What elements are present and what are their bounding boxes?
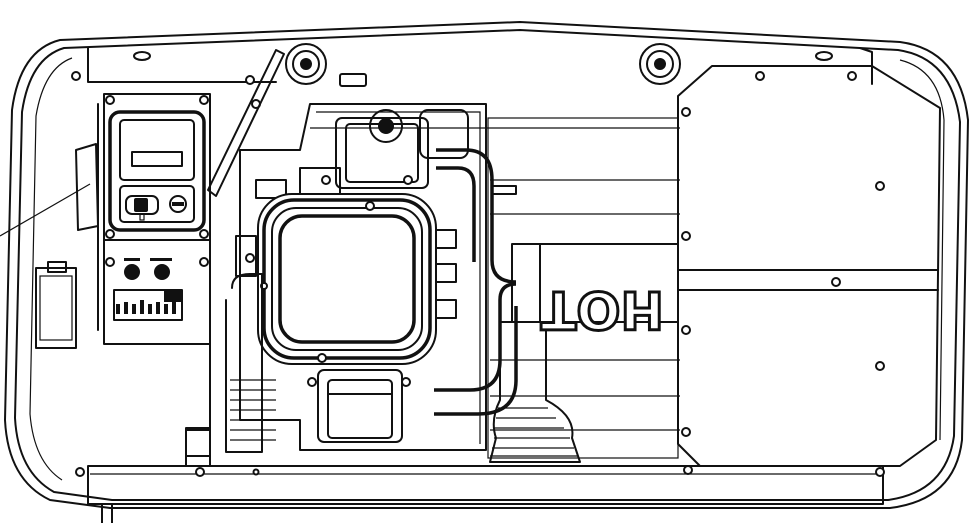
left-bracket bbox=[0, 143, 99, 349]
support-strap bbox=[185, 49, 285, 467]
right-cover-panel bbox=[677, 65, 941, 467]
top-rail bbox=[87, 47, 873, 87]
base-frame bbox=[87, 465, 884, 523]
fuel-cap-assembly bbox=[255, 109, 469, 199]
grommet-right bbox=[639, 43, 681, 85]
hot-warning-label: HOT bbox=[539, 278, 666, 341]
grommet-left bbox=[285, 43, 327, 85]
ribbed-muffler bbox=[225, 273, 276, 453]
heat-shield bbox=[511, 243, 679, 323]
control-panel bbox=[97, 93, 211, 345]
engine-fittings bbox=[235, 229, 457, 319]
hot-warning-text: HOT bbox=[540, 279, 664, 339]
air-filter-housing bbox=[257, 193, 437, 365]
starter-module bbox=[307, 369, 411, 443]
flex-exhaust-bellows bbox=[489, 321, 581, 463]
enclosure-outline bbox=[4, 21, 969, 509]
